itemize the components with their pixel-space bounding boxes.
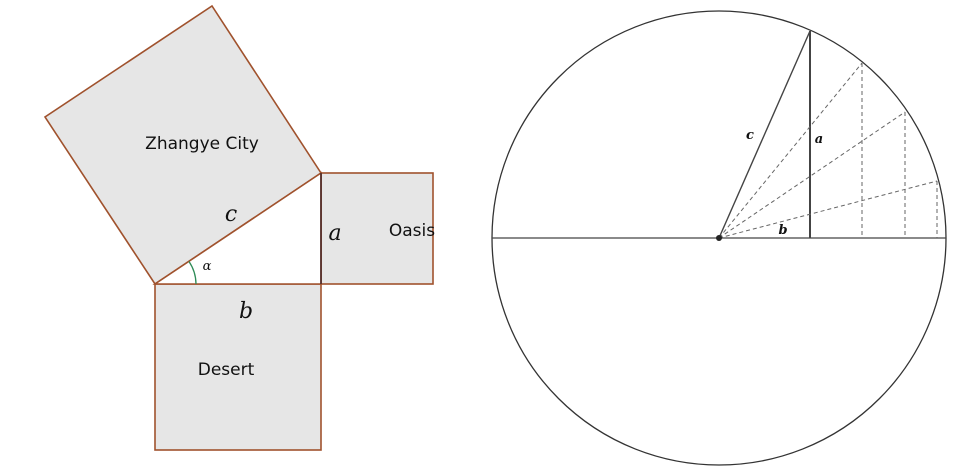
circle-a-label: a: [815, 132, 823, 147]
horizontal-leg-square-label: Desert: [198, 360, 255, 380]
pythagorean-diagram: Zhangye City Oasis Desert c a b α: [43, 4, 435, 451]
circle-b-label: b: [778, 223, 787, 238]
hypotenuse-square-label: Zhangye City: [145, 134, 259, 154]
radius-c: [718, 30, 811, 239]
angle-alpha-label: α: [203, 259, 212, 274]
circle-c-label: c: [746, 128, 754, 143]
dashed-radius-1: [718, 62, 863, 239]
center-point: [716, 235, 722, 241]
vertical-leg-square: [320, 172, 434, 285]
side-b-label: b: [239, 299, 253, 324]
circle-diagram: c a b: [491, 10, 947, 466]
dashed-radius-2: [718, 111, 906, 239]
horizontal-leg-square: [154, 283, 322, 451]
side-a-label: a: [328, 221, 341, 246]
vertical-leg-square-label: Oasis: [389, 221, 435, 241]
dashed-radius-3: [718, 180, 938, 239]
angle-alpha-arc: [188, 261, 197, 285]
side-c-label: c: [225, 202, 237, 227]
